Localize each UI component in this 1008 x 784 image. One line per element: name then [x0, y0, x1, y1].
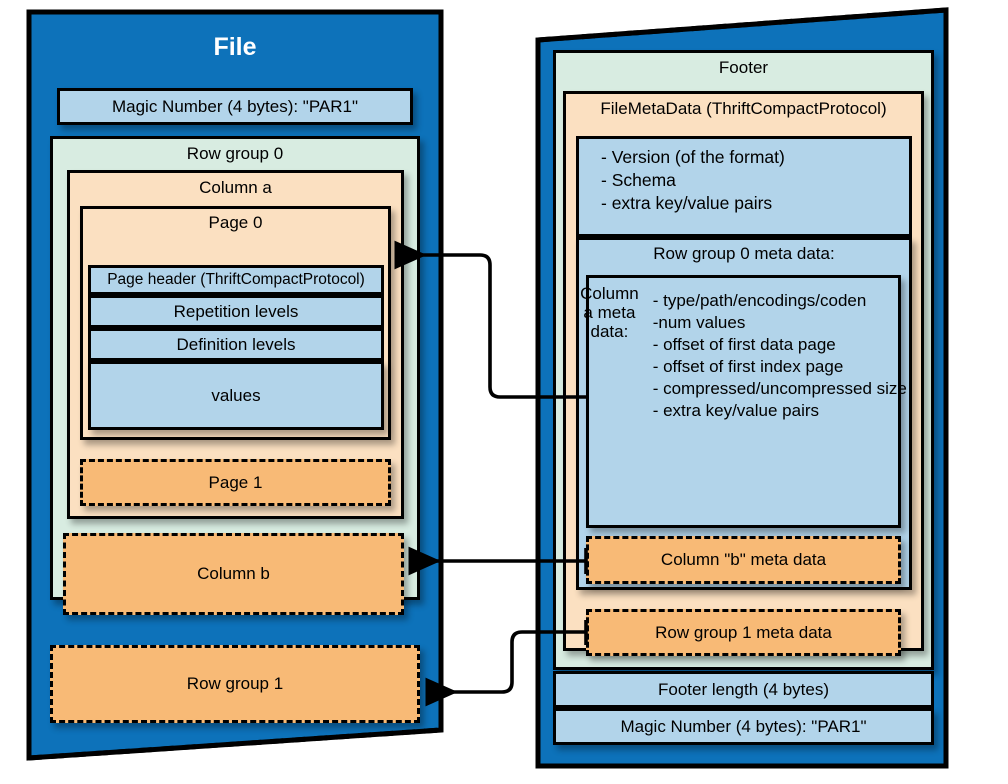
- column-b-meta-label: Column "b" meta data: [660, 550, 827, 570]
- footer-label: Footer: [718, 58, 769, 77]
- page-header-label: Page header (ThriftCompactProtocol): [107, 271, 365, 289]
- column-a-meta-item: -num values: [652, 313, 746, 333]
- column-a-meta-item: - offset of first index page: [652, 357, 844, 377]
- row-group-1-label: Row group 1: [186, 674, 284, 694]
- row-group-0-meta-label: Row group 0 meta data:: [653, 244, 835, 263]
- repetition-levels-box[interactable]: Repetition levels: [88, 295, 384, 328]
- column-a-meta-list: - type/path/encodings/coden -num values …: [639, 290, 907, 423]
- file-panel-title-area: File: [29, 12, 441, 82]
- footer-length-box[interactable]: Footer length (4 bytes): [553, 671, 934, 708]
- page-1-label: Page 1: [208, 472, 263, 492]
- definition-levels-box[interactable]: Definition levels: [88, 328, 384, 361]
- column-a-meta-box[interactable]: Column a meta data: - type/path/encoding…: [580, 275, 907, 528]
- column-a-label: Column a: [199, 178, 272, 197]
- row-group-1-meta-box[interactable]: Row group 1 meta data: [586, 609, 901, 656]
- definition-levels-label: Definition levels: [176, 334, 296, 354]
- column-a-meta-label: Column a meta data:: [580, 284, 639, 342]
- row-group-1-box[interactable]: Row group 1: [50, 645, 420, 723]
- column-a-meta-item: - type/path/encodings/coden: [652, 291, 867, 310]
- footer-magic-number-label: Magic Number (4 bytes): "PAR1": [620, 716, 867, 736]
- file-metadata-item: - Version (of the format): [601, 147, 785, 167]
- values-box[interactable]: values: [88, 361, 384, 430]
- file-metadata-item: - extra key/value pairs: [601, 192, 773, 213]
- repetition-levels-label: Repetition levels: [173, 301, 299, 321]
- column-b-box[interactable]: Column b: [63, 533, 404, 615]
- page-title: File: [213, 33, 257, 61]
- column-b-label: Column b: [197, 564, 270, 584]
- column-a-meta-item: - compressed/uncompressed size: [652, 379, 907, 399]
- footer-magic-number-box[interactable]: Magic Number (4 bytes): "PAR1": [553, 708, 934, 745]
- column-a-meta-item: - offset of first data page: [652, 335, 836, 355]
- page-0-label: Page 0: [208, 213, 263, 232]
- file-metadata-items-list: - Version (of the format) - Schema - ext…: [579, 146, 909, 214]
- page-1-box[interactable]: Page 1: [80, 459, 391, 506]
- file-metadata-label: FileMetaData (ThriftCompactProtocol): [600, 99, 887, 118]
- row-group-1-meta-label: Row group 1 meta data: [655, 622, 832, 642]
- footer-length-label: Footer length (4 bytes): [657, 679, 830, 699]
- column-a-meta-item: - extra key/value pairs: [652, 401, 820, 421]
- column-b-meta-box[interactable]: Column "b" meta data: [586, 536, 901, 584]
- row-group-0-label: Row group 0: [186, 144, 284, 163]
- file-magic-number-box[interactable]: Magic Number (4 bytes): "PAR1": [57, 88, 413, 125]
- page-header-box[interactable]: Page header (ThriftCompactProtocol): [88, 265, 384, 295]
- file-magic-number-label: Magic Number (4 bytes): "PAR1": [111, 96, 359, 116]
- values-label: values: [211, 385, 261, 405]
- file-metadata-item: - Schema: [601, 169, 676, 190]
- file-metadata-items-box[interactable]: - Version (of the format) - Schema - ext…: [576, 136, 912, 237]
